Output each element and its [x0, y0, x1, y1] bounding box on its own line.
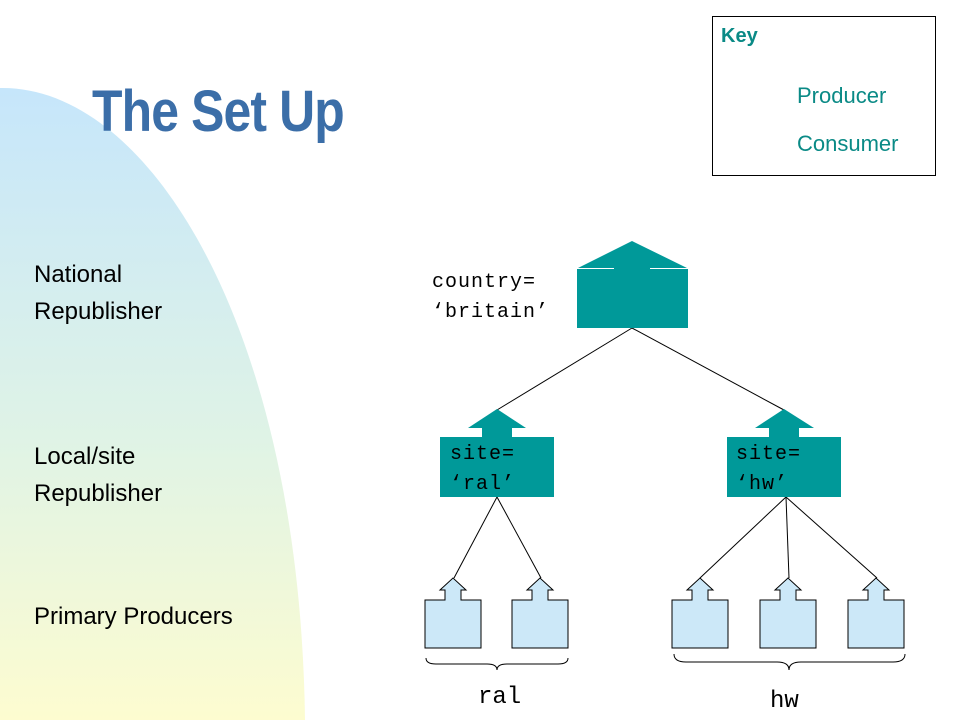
level-national-label: National Republisher: [34, 256, 162, 330]
national-node-line-2: ‘britain’: [432, 301, 550, 324]
national-consumer-node: [577, 241, 688, 328]
edge-hw-p2: [785, 496, 790, 579]
site-ral-line-1: site=: [450, 443, 516, 466]
level-local-label: Local/site Republisher: [34, 438, 162, 512]
level-primary-label: Primary Producers: [34, 603, 233, 630]
group-label-hw: hw: [770, 688, 799, 715]
key-title: Key: [721, 25, 758, 47]
producer-node-ral-2: [511, 577, 569, 649]
producer-nodes: [424, 577, 905, 649]
producer-node-ral-1: [424, 577, 482, 649]
key-consumer-label: Consumer: [797, 131, 899, 156]
producer-node-hw-3: [847, 577, 905, 649]
tree-edges: [453, 327, 878, 579]
brace-ral: [425, 657, 569, 671]
level-local-line-2: Republisher: [34, 480, 163, 507]
edge-national-ral: [496, 327, 633, 411]
edge-national-hw: [631, 327, 785, 411]
page-title: The Set Up: [92, 79, 345, 144]
level-national-line-2: Republisher: [34, 298, 163, 325]
group-label-ral: ral: [478, 684, 522, 711]
group-braces: [425, 653, 906, 671]
site-hw-line-2: ‘hw’: [736, 473, 789, 496]
edge-ral-p2: [496, 496, 542, 579]
producer-node-hw-2: [759, 577, 817, 649]
site-hw-line-1: site=: [736, 443, 802, 466]
key-producer-label: Producer: [797, 83, 887, 108]
national-node-label: country= ‘britain’: [432, 268, 549, 328]
level-local-line-1: Local/site: [34, 443, 136, 470]
site-ral-line-2: ‘ral’: [450, 473, 516, 496]
edge-hw-p1: [699, 496, 787, 579]
edge-ral-p1: [453, 496, 498, 579]
site-hw-consumer-node: [727, 409, 841, 497]
brace-hw: [673, 653, 906, 671]
site-ral-node-label: site= ‘ral’: [450, 440, 515, 500]
site-hw-node-label: site= ‘hw’: [736, 440, 801, 500]
national-node-line-1: country=: [432, 271, 537, 294]
level-national-line-1: National: [34, 261, 123, 288]
edge-hw-p3: [785, 496, 878, 579]
site-ral-consumer-node: [440, 409, 554, 497]
producer-node-hw-1: [671, 577, 729, 649]
side-gradient-shape: [0, 87, 305, 720]
key-legend: Key Producer Consumer: [712, 16, 936, 176]
